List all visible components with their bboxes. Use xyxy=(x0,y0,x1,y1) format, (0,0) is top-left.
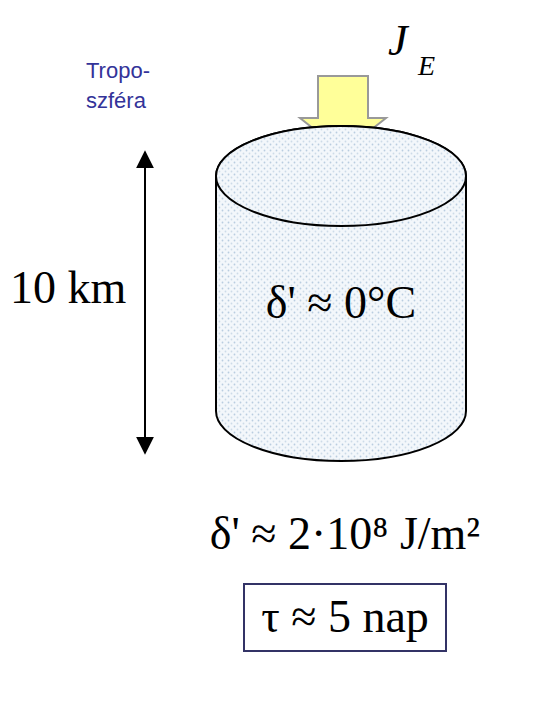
flux-symbol: J xyxy=(388,16,408,67)
height-arrow xyxy=(144,152,146,453)
cylinder-body xyxy=(216,126,466,461)
flux-subscript: E xyxy=(418,50,435,82)
node-text: τ ≈ 5 nap xyxy=(261,591,429,644)
node-text: δ' ≈ 0°C xyxy=(215,277,467,330)
result-box: τ ≈ 5 nap xyxy=(243,583,447,652)
height-dimension: 10 km xyxy=(10,262,126,315)
energy-value: δ' ≈ 2·10⁸ J/m² xyxy=(210,508,480,561)
layer-name: Tropo- szféra xyxy=(86,56,170,116)
troposphere-cylinder: δ' ≈ 0°C xyxy=(215,125,467,462)
cylinder-top xyxy=(216,126,466,226)
